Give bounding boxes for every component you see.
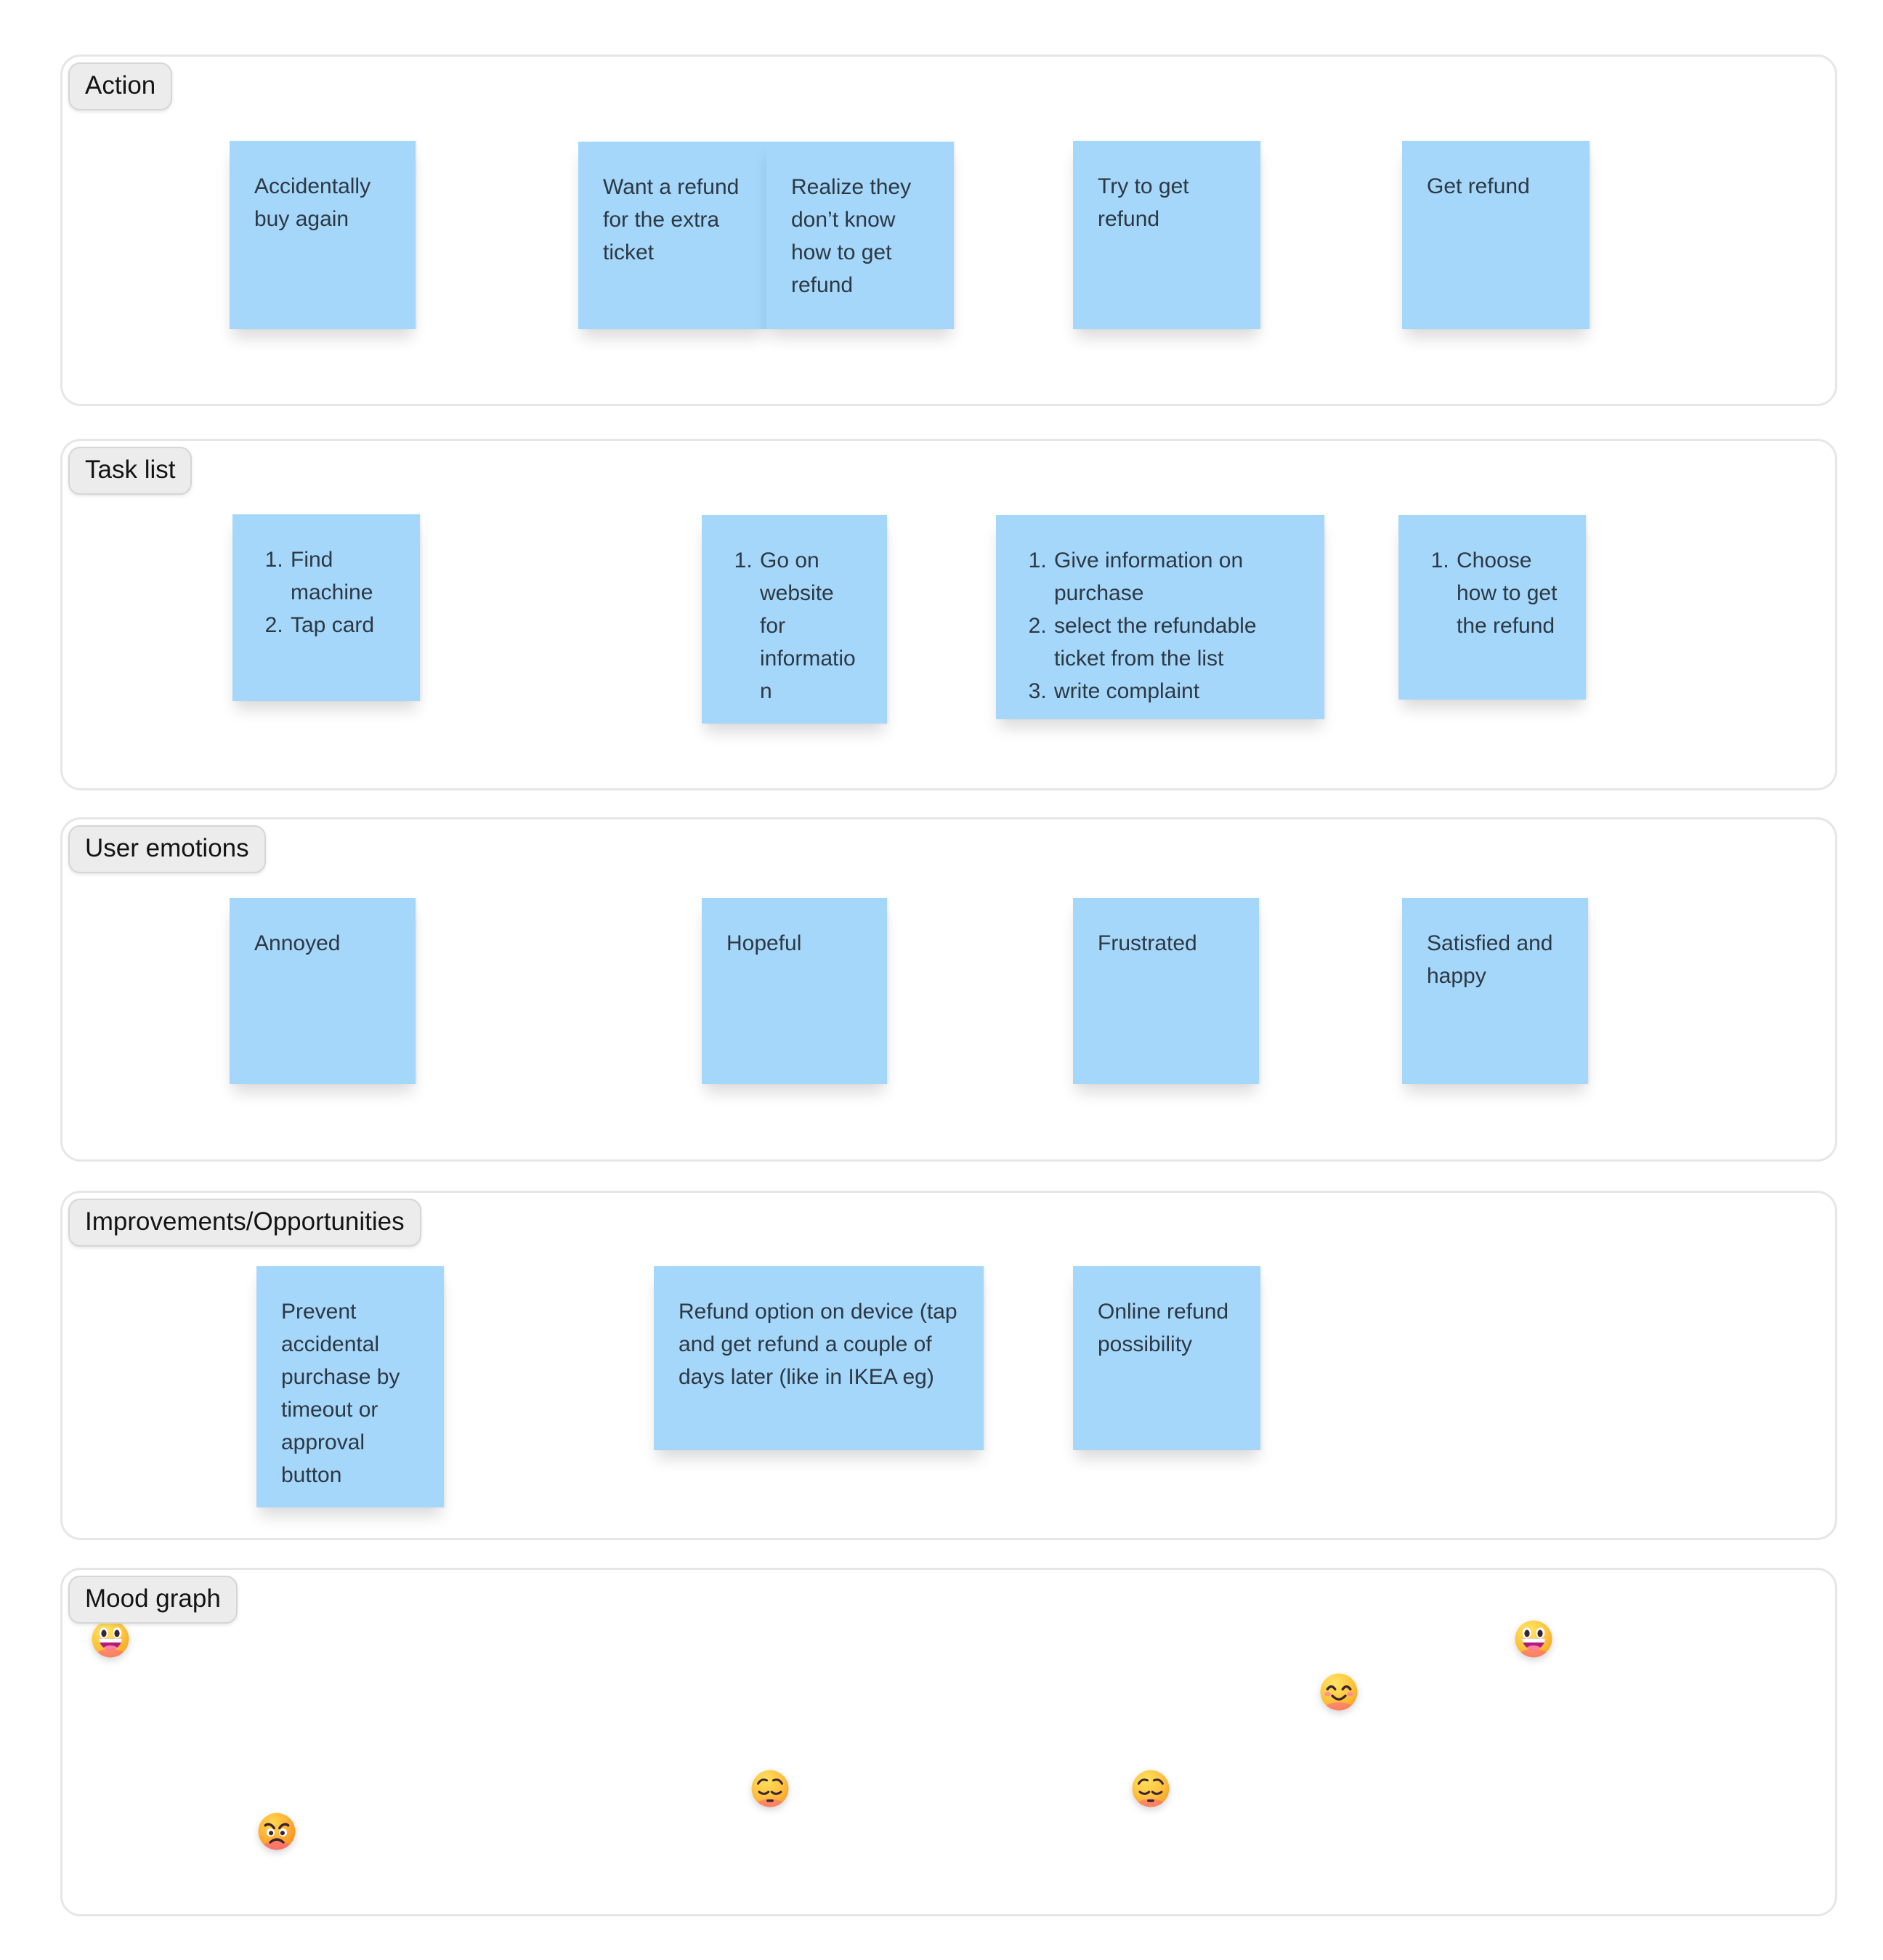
note-text: Annoyed <box>254 931 341 955</box>
note-task-item: Find machine <box>289 543 397 609</box>
section-improvements-label[interactable]: Improvements/Opportunities <box>68 1199 421 1247</box>
note-task-item: write complaint <box>1053 675 1301 708</box>
sticky-note[interactable]: Frustrated <box>1073 898 1259 1084</box>
sticky-note[interactable]: Get refund <box>1402 141 1590 329</box>
pensive-face-emoji[interactable] <box>1131 1769 1170 1808</box>
section-action[interactable]: Action Accidentally buy again Want a refu… <box>60 54 1837 406</box>
sticky-note[interactable]: Want a refund for the extra ticket <box>578 142 766 329</box>
grinning-face-emoji[interactable] <box>91 1619 130 1659</box>
sticky-note[interactable]: Realize they don’t know how to get refun… <box>766 142 954 329</box>
note-task-list: Choose how to get the refund <box>1423 544 1563 642</box>
grinning-face-emoji[interactable] <box>1514 1619 1553 1659</box>
sticky-note[interactable]: Hopeful <box>702 898 887 1084</box>
sticky-note[interactable]: Refund option on device (tap and get ref… <box>654 1266 984 1450</box>
section-user-emotions[interactable]: User emotions Annoyed Hopeful Frustrated Sa… <box>60 817 1837 1162</box>
section-mood-graph-label[interactable]: Mood graph <box>68 1576 238 1624</box>
note-text: Refund option on device (tap and get ref… <box>679 1300 957 1389</box>
sticky-note[interactable]: Go on website for information <box>702 515 887 724</box>
section-improvements-content: Prevent accidental purchase by timeout o… <box>62 1193 1835 1538</box>
section-label-text: Action <box>85 71 156 100</box>
note-task-list: Give information on purchaseselect the r… <box>1021 544 1301 708</box>
section-task-list-label[interactable]: Task list <box>68 447 193 495</box>
note-text: Frustrated <box>1098 931 1197 955</box>
pensive-face-emoji[interactable] <box>750 1769 790 1808</box>
note-task-item: Choose how to get the refund <box>1455 544 1563 642</box>
section-improvements[interactable]: Improvements/Opportunities Prevent accid… <box>60 1191 1837 1540</box>
sticky-note[interactable]: Annoyed <box>230 898 416 1084</box>
section-task-list-content: Find machineTap card Go on website for in… <box>62 441 1835 788</box>
note-text: Hopeful <box>726 931 802 955</box>
note-task-item: Go on website for information <box>758 544 864 708</box>
note-task-list: Find machineTap card <box>257 543 397 641</box>
note-text: Online refund possibility <box>1098 1300 1229 1356</box>
sticky-note[interactable]: Choose how to get the refund <box>1398 515 1586 700</box>
section-label-text: Task list <box>85 455 176 484</box>
section-label-text: Mood graph <box>85 1584 221 1613</box>
section-mood-graph[interactable]: Mood graph <box>60 1568 1837 1916</box>
note-text: Prevent accidental purchase by timeout o… <box>281 1300 400 1487</box>
section-mood-graph-content <box>62 1570 1835 1914</box>
section-user-emotions-content: Annoyed Hopeful Frustrated Satisfied and ha… <box>62 819 1835 1159</box>
note-task-item: select the refundable ticket from the li… <box>1053 610 1301 675</box>
note-task-item: Give information on purchase <box>1053 544 1301 610</box>
section-action-label[interactable]: Action <box>68 62 173 110</box>
sticky-note[interactable]: Try to get refund <box>1073 141 1260 329</box>
section-label-text: User emotions <box>85 834 249 862</box>
note-text: Accidentally buy again <box>254 174 371 231</box>
section-task-list[interactable]: Task list Find machineTap card Go on webs… <box>60 439 1837 790</box>
angry-face-emoji[interactable] <box>257 1812 296 1851</box>
sticky-note[interactable]: Online refund possibility <box>1073 1266 1260 1450</box>
section-label-text: Improvements/Opportunities <box>85 1207 405 1236</box>
note-task-list: Go on website for information <box>726 544 864 708</box>
sticky-note[interactable]: Accidentally buy again <box>230 141 416 329</box>
note-text: Want a refund for the extra ticket <box>603 175 740 264</box>
note-text: Try to get refund <box>1098 174 1189 231</box>
note-text: Get refund <box>1427 174 1530 198</box>
sticky-note[interactable]: Give information on purchaseselect the r… <box>996 515 1324 719</box>
sticky-note[interactable]: Satisfied and happy <box>1402 898 1588 1084</box>
note-text: Satisfied and happy <box>1427 931 1553 988</box>
sticky-note[interactable]: Find machineTap card <box>232 514 420 701</box>
note-task-item: Tap card <box>289 609 397 641</box>
section-user-emotions-label[interactable]: User emotions <box>68 825 266 873</box>
note-text: Realize they don’t know how to get refun… <box>791 175 912 297</box>
section-action-content: Accidentally buy again Want a refund for … <box>62 57 1835 404</box>
sticky-note[interactable]: Prevent accidental purchase by timeout o… <box>256 1266 444 1507</box>
smiling-face-emoji[interactable] <box>1319 1672 1358 1712</box>
